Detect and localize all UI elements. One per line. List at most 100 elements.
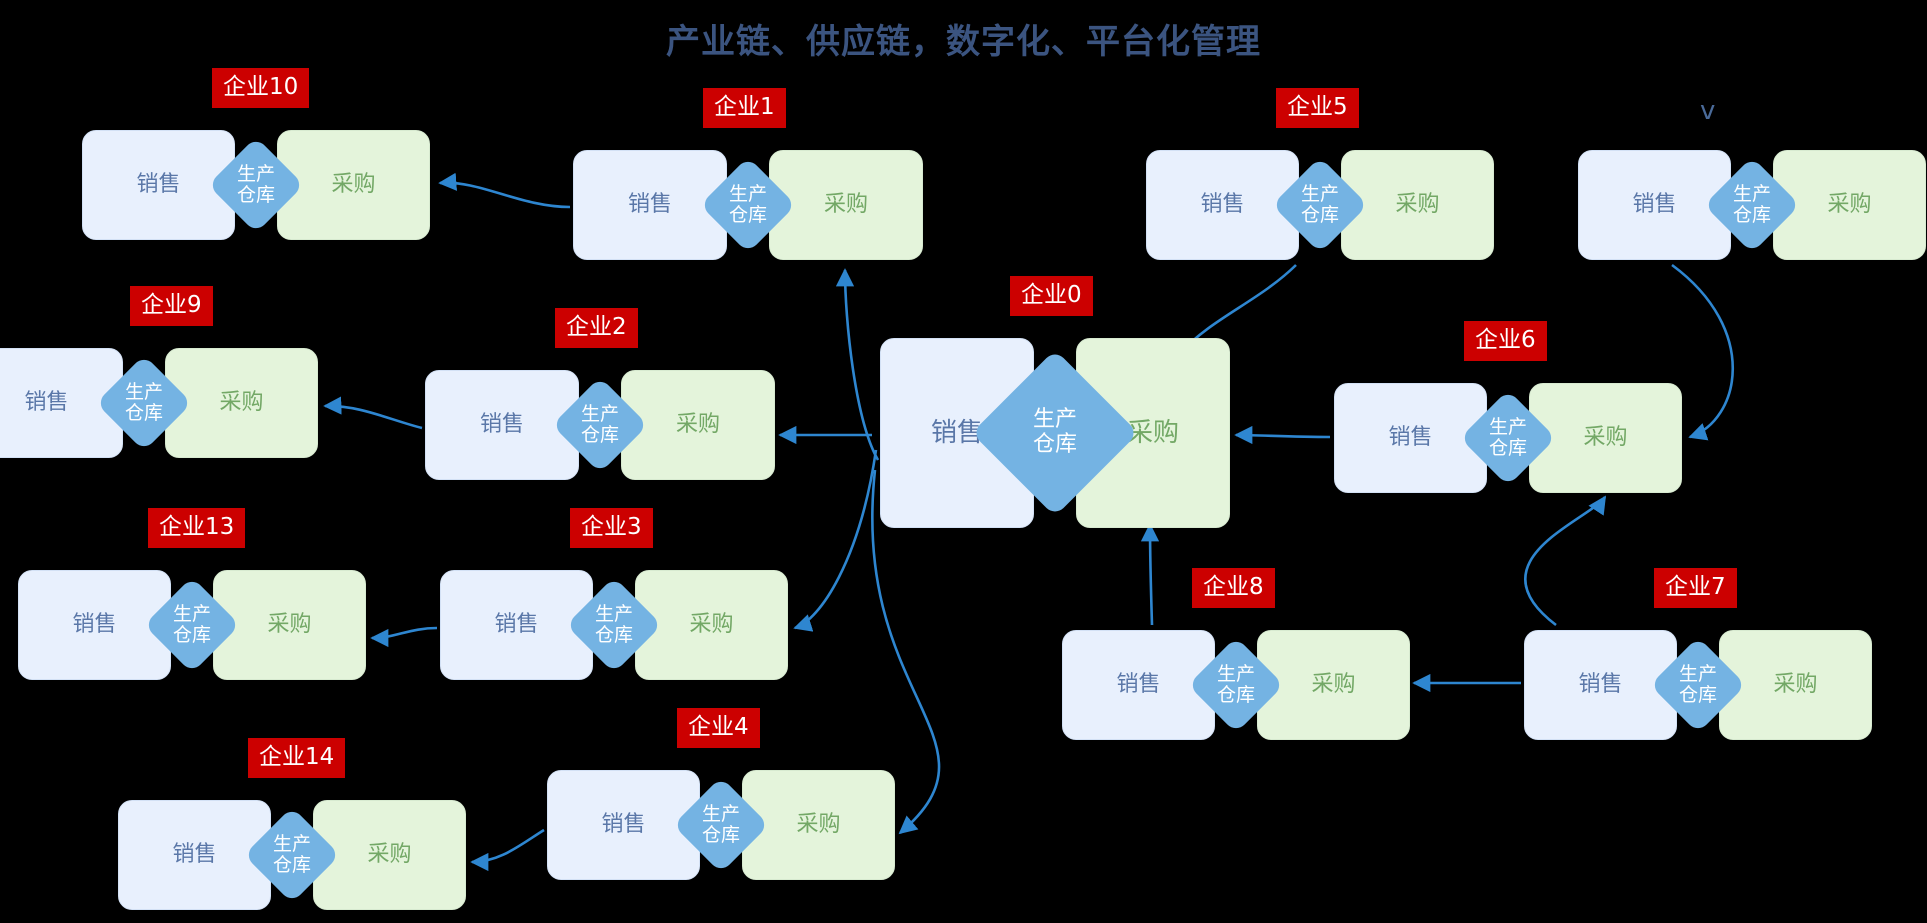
sales-label: 销售 — [1388, 424, 1433, 450]
production-warehouse-diamond[interactable]: 生产仓库 — [243, 806, 341, 904]
enterprise-node[interactable]: 企业7 销售采购生产仓库 — [1524, 568, 1872, 740]
warehouse-label: 仓库 — [728, 204, 767, 226]
sales-box[interactable]: 销售 — [880, 338, 1034, 528]
purchase-label: 采购 — [1395, 191, 1440, 217]
enterprise-node[interactable]: 企业8 销售 采购 生产仓库 — [1062, 568, 1410, 740]
warehouse-label: 仓库 — [236, 184, 275, 206]
sales-label: 销售 — [930, 417, 983, 448]
purchase-box[interactable]: 采购 — [1773, 150, 1926, 260]
warehouse-label: 仓库 — [1488, 437, 1527, 459]
purchase-label: 采购 — [1583, 424, 1628, 450]
production-warehouse-diamond[interactable]: 生产仓库 — [1459, 389, 1557, 487]
purchase-label: 采购 — [689, 611, 734, 637]
enterprise-badge: 企业2 — [555, 308, 638, 348]
purchase-label: 采购 — [267, 611, 312, 637]
production-warehouse-diamond[interactable]: 生产仓库 — [1703, 156, 1801, 254]
supply-edge — [370, 626, 438, 648]
production-label: 生产 — [1300, 182, 1339, 205]
production-label: 生产 — [728, 182, 767, 205]
enterprise-badge: 企业5 — [1276, 88, 1359, 128]
sales-box[interactable]: 销售 — [1524, 630, 1677, 740]
enterprise-badge: 企业3 — [570, 508, 653, 548]
purchase-box[interactable]: 采购 — [165, 348, 318, 458]
production-label: 生产 — [580, 402, 619, 425]
production-warehouse-diamond[interactable]: 生产仓库 — [565, 576, 663, 674]
sales-box[interactable]: 销售 — [118, 800, 271, 910]
production-label: 生产 — [1488, 415, 1527, 438]
sales-box[interactable]: 销售 — [547, 770, 700, 880]
warehouse-label: 仓库 — [1678, 684, 1717, 706]
enterprise-badge: 企业8 — [1192, 568, 1275, 608]
warehouse-label: 仓库 — [594, 624, 633, 646]
purchase-box[interactable]: 采购 — [213, 570, 366, 680]
sales-box[interactable]: 销售 — [425, 370, 579, 480]
warehouse-label: 仓库 — [124, 402, 163, 424]
enterprise-node[interactable]: 企业14 销售采购生产仓库 — [118, 738, 466, 910]
purchase-box[interactable]: 采购 — [621, 370, 775, 480]
enterprise-node[interactable]: 销售 采购生产仓库 — [1578, 150, 1926, 260]
supply-edge — [438, 172, 571, 209]
production-warehouse-diamond[interactable]: 生产仓库 — [1271, 156, 1369, 254]
sales-box[interactable]: 销售 — [1062, 630, 1215, 740]
enterprise-badge: 企业4 — [677, 708, 760, 748]
purchase-label: 采购 — [1311, 671, 1356, 697]
purchase-box[interactable]: 采购 — [1257, 630, 1410, 740]
purchase-box[interactable]: 采购 — [742, 770, 895, 880]
sales-box[interactable]: 销售 — [1334, 383, 1487, 493]
sales-label: 销售 — [1632, 191, 1677, 217]
purchase-box[interactable]: 采购 — [277, 130, 430, 240]
supply-edge — [1234, 425, 1331, 445]
production-warehouse-label: 生产仓库 — [566, 391, 634, 459]
production-warehouse-diamond[interactable]: 生产仓库 — [1187, 636, 1285, 734]
sales-label: 销售 — [627, 191, 672, 217]
production-warehouse-diamond[interactable]: 生产仓库 — [95, 354, 193, 452]
sales-box[interactable]: 销售 — [1578, 150, 1731, 260]
supply-edge — [1140, 523, 1160, 626]
purchase-box[interactable]: 采购 — [313, 800, 466, 910]
production-warehouse-label: 生产仓库 — [1474, 404, 1542, 472]
sales-box[interactable]: 销售 — [82, 130, 235, 240]
enterprise-badge: 企业6 — [1464, 321, 1547, 361]
production-warehouse-diamond[interactable]: 生产仓库 — [699, 156, 797, 254]
purchase-label: 采购 — [823, 191, 868, 217]
production-warehouse-diamond[interactable]: 生产仓库 — [551, 376, 649, 474]
production-warehouse-label: 生产仓库 — [1664, 651, 1732, 719]
enterprise-node[interactable]: 企业2 销售采购生产仓库 — [425, 308, 775, 480]
purchase-box[interactable]: 采购 — [1529, 383, 1682, 493]
enterprise-badge: 企业1 — [703, 88, 786, 128]
production-warehouse-diamond[interactable]: 生产仓库 — [672, 776, 770, 874]
purchase-label: 采购 — [331, 171, 376, 197]
purchase-box[interactable]: 采购 — [635, 570, 788, 680]
sales-label: 销售 — [1200, 191, 1245, 217]
purchase-box[interactable]: 采购 — [1719, 630, 1872, 740]
enterprise-node[interactable]: 企业6 销售 采购 生产仓库 — [1334, 321, 1682, 493]
sales-label: 销售 — [1116, 671, 1161, 697]
production-warehouse-label: 生产仓库 — [1202, 651, 1270, 719]
production-warehouse-label: 生产仓库 — [1718, 171, 1786, 239]
supply-edge — [323, 396, 423, 430]
sales-label: 销售 — [494, 611, 539, 637]
purchase-box[interactable]: 采购 — [769, 150, 923, 260]
sales-box[interactable]: 销售 — [573, 150, 727, 260]
production-warehouse-diamond[interactable]: 生产仓库 — [207, 136, 305, 234]
warehouse-label: 仓库 — [1300, 204, 1339, 226]
enterprise-node[interactable]: 企业3 销售 采购生产仓库 — [440, 508, 788, 680]
enterprise-badge: 企业14 — [248, 738, 346, 778]
production-warehouse-diamond[interactable]: 生产仓库 — [971, 349, 1139, 517]
warehouse-label: 仓库 — [1732, 204, 1771, 226]
production-warehouse-diamond[interactable]: 生产仓库 — [1649, 636, 1747, 734]
purchase-box[interactable]: 采购 — [1341, 150, 1494, 260]
sales-box[interactable]: 销售 — [440, 570, 593, 680]
production-label: 生产 — [1678, 662, 1717, 685]
production-warehouse-diamond[interactable]: 生产仓库 — [143, 576, 241, 674]
supply-edge — [470, 828, 545, 872]
enterprise-badge: 企业7 — [1654, 568, 1737, 608]
enterprise-node[interactable]: 企业4 销售采购生产仓库 — [547, 708, 895, 880]
page-title: 产业链、供应链，数字化、平台化管理 — [666, 22, 1261, 62]
